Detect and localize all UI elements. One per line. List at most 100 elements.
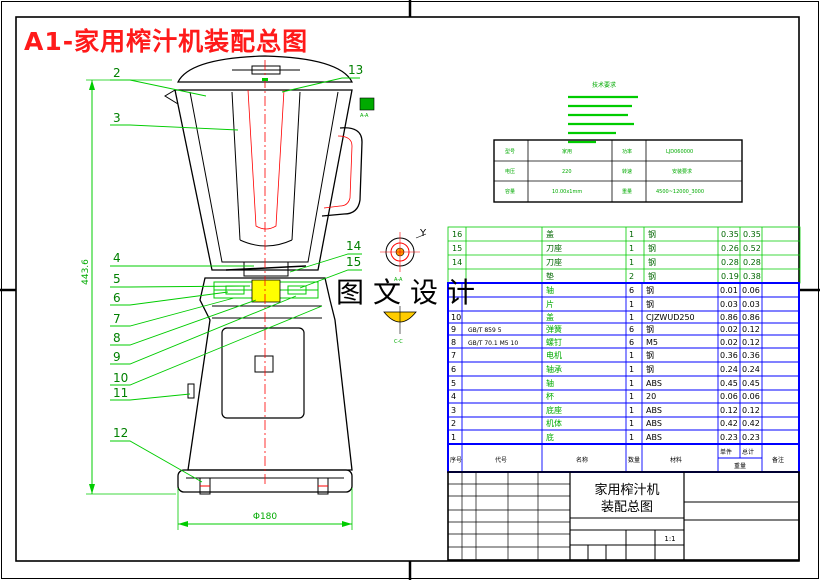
spec-cell: 4500~12000_3000 xyxy=(656,189,704,195)
bom-cell: ABS xyxy=(646,379,662,388)
title-block: 家用榨汁机 装配总图 1:1 xyxy=(447,471,800,561)
bom-cell: 0.26 xyxy=(721,244,739,253)
bom-cell: 14 xyxy=(452,258,462,267)
callout-leaders xyxy=(110,77,362,483)
callout-numbers: 2 3 13 4 5 6 7 8 9 10 11 12 14 15 xyxy=(113,63,363,440)
callout-4: 4 xyxy=(113,251,121,265)
bom-cell: 盖 xyxy=(546,312,554,322)
sheet-title: A1-家用榨汁机装配总图 xyxy=(24,27,309,56)
spec-cell: 家用 xyxy=(562,148,572,155)
spec-cell: 功率 xyxy=(622,148,632,155)
bom-cell: 0.35 xyxy=(743,230,761,239)
dimensions xyxy=(86,79,353,530)
bom-cell: 15 xyxy=(452,244,462,253)
bom-cell: 钢 xyxy=(648,229,656,239)
callout-10: 10 xyxy=(113,371,128,385)
callout-15: 15 xyxy=(346,255,361,269)
callout-14: 14 xyxy=(346,239,361,253)
bom-cell: 底座 xyxy=(546,405,562,415)
bom-cell: 钢 xyxy=(648,243,656,253)
bom-cell: 10 xyxy=(451,313,461,322)
bom-cell: 0.12 xyxy=(720,406,738,415)
bom-cell: 1 xyxy=(629,392,634,401)
bom-cell: 0.02 xyxy=(720,325,738,334)
bom-cell: ABS xyxy=(646,433,662,442)
title-block-title-line2: 装配总图 xyxy=(601,500,653,515)
bom-header-cell: 数量 xyxy=(628,456,640,464)
bom-cell: 1 xyxy=(629,351,634,360)
callout-6: 6 xyxy=(113,291,121,305)
bom-cell: 6 xyxy=(629,325,634,334)
bom-cell: 0.01 xyxy=(720,286,738,295)
bom-cell: 弹簧 xyxy=(546,324,562,334)
tech-req-title: 技术要求 xyxy=(592,81,616,89)
bom-cell: 0.06 xyxy=(720,392,738,401)
bom-header-cell: 名称 xyxy=(576,456,588,464)
bom-cell: 0.23 xyxy=(720,433,738,442)
bom-cell: 刀座 xyxy=(546,257,562,267)
section-marker-box xyxy=(359,97,375,111)
bom-cell: 0.45 xyxy=(720,379,738,388)
bom-cell: 0.42 xyxy=(742,419,760,428)
bom-cell: 电机 xyxy=(546,350,562,360)
callout-11: 11 xyxy=(113,386,128,400)
jar-lid xyxy=(177,55,353,83)
bom-header-cell: 单件 xyxy=(720,448,732,456)
bom-cell: 7 xyxy=(451,351,456,360)
bom-cell: 1 xyxy=(451,433,456,442)
bom-header-cell: 代号 xyxy=(495,456,507,464)
bom-cell: 0.19 xyxy=(721,272,739,281)
bom-cell: 0.52 xyxy=(743,244,761,253)
bom-cell: 杯 xyxy=(546,391,554,401)
bom-cell: 钢 xyxy=(646,364,654,374)
bom-cell: 0.02 xyxy=(720,338,738,347)
bom-cell: 1 xyxy=(629,379,634,388)
spec-cell: 220 xyxy=(562,169,572,175)
callout-7: 7 xyxy=(113,312,121,326)
bom-cell: 0.03 xyxy=(720,300,738,309)
bom-cell: 1 xyxy=(629,244,634,253)
bom-cell: ABS xyxy=(646,406,662,415)
callout-9: 9 xyxy=(113,350,121,364)
spec-cell: 电压 xyxy=(505,168,515,175)
bom-cell: 6 xyxy=(629,338,634,347)
bom-cell: 0.36 xyxy=(742,351,760,360)
callout-13: 13 xyxy=(348,63,363,77)
bom-cell: 1 xyxy=(629,300,634,309)
bom-cell: 钢 xyxy=(648,257,656,267)
spec-cell: LJD060000 xyxy=(666,149,693,155)
section-symbol: Y xyxy=(419,228,427,239)
bom-cell: 0.36 xyxy=(720,351,738,360)
spec-cell: 安装要求 xyxy=(672,168,692,175)
bom-cell: 4 xyxy=(451,392,456,401)
bom-cell: 钢 xyxy=(646,324,654,334)
title-block-scale: 1:1 xyxy=(664,535,675,543)
switch xyxy=(187,383,195,399)
bom-cell: 2 xyxy=(451,419,456,428)
bom-cell: 20 xyxy=(646,392,656,401)
bom-cell: 1 xyxy=(629,365,634,374)
bom-cell: 0.86 xyxy=(742,313,760,322)
spec-table: 型号 家用 功率 LJD060000 电压 220 转速 安装要求 容量 10.… xyxy=(493,139,743,203)
bom-cell: 1 xyxy=(629,433,634,442)
bom-header-cell: 备注 xyxy=(772,456,784,464)
bom-cell: 1 xyxy=(629,230,634,239)
title-block-title-line1: 家用榨汁机 xyxy=(594,482,659,498)
callout-8: 8 xyxy=(113,331,121,345)
bom-cell: 0.24 xyxy=(720,365,738,374)
height-dimension: 443.6 xyxy=(81,259,91,285)
spec-cell: 容量 xyxy=(505,188,515,195)
bom-cell: 0.06 xyxy=(742,392,760,401)
bom-cell: 轴 xyxy=(546,378,554,388)
callout-5: 5 xyxy=(113,272,121,286)
bom-header-cell: 序号 xyxy=(450,456,462,464)
spec-cell: 转速 xyxy=(622,168,632,175)
bom-cell: 0.12 xyxy=(742,406,760,415)
bom-cell: 0.03 xyxy=(742,300,760,309)
section-label-upper: A-A xyxy=(394,277,403,283)
bom-cell: GB/T 859 5 xyxy=(468,327,502,334)
bom-cell: 5 xyxy=(451,379,456,388)
bom-cell: 钢 xyxy=(646,299,654,309)
